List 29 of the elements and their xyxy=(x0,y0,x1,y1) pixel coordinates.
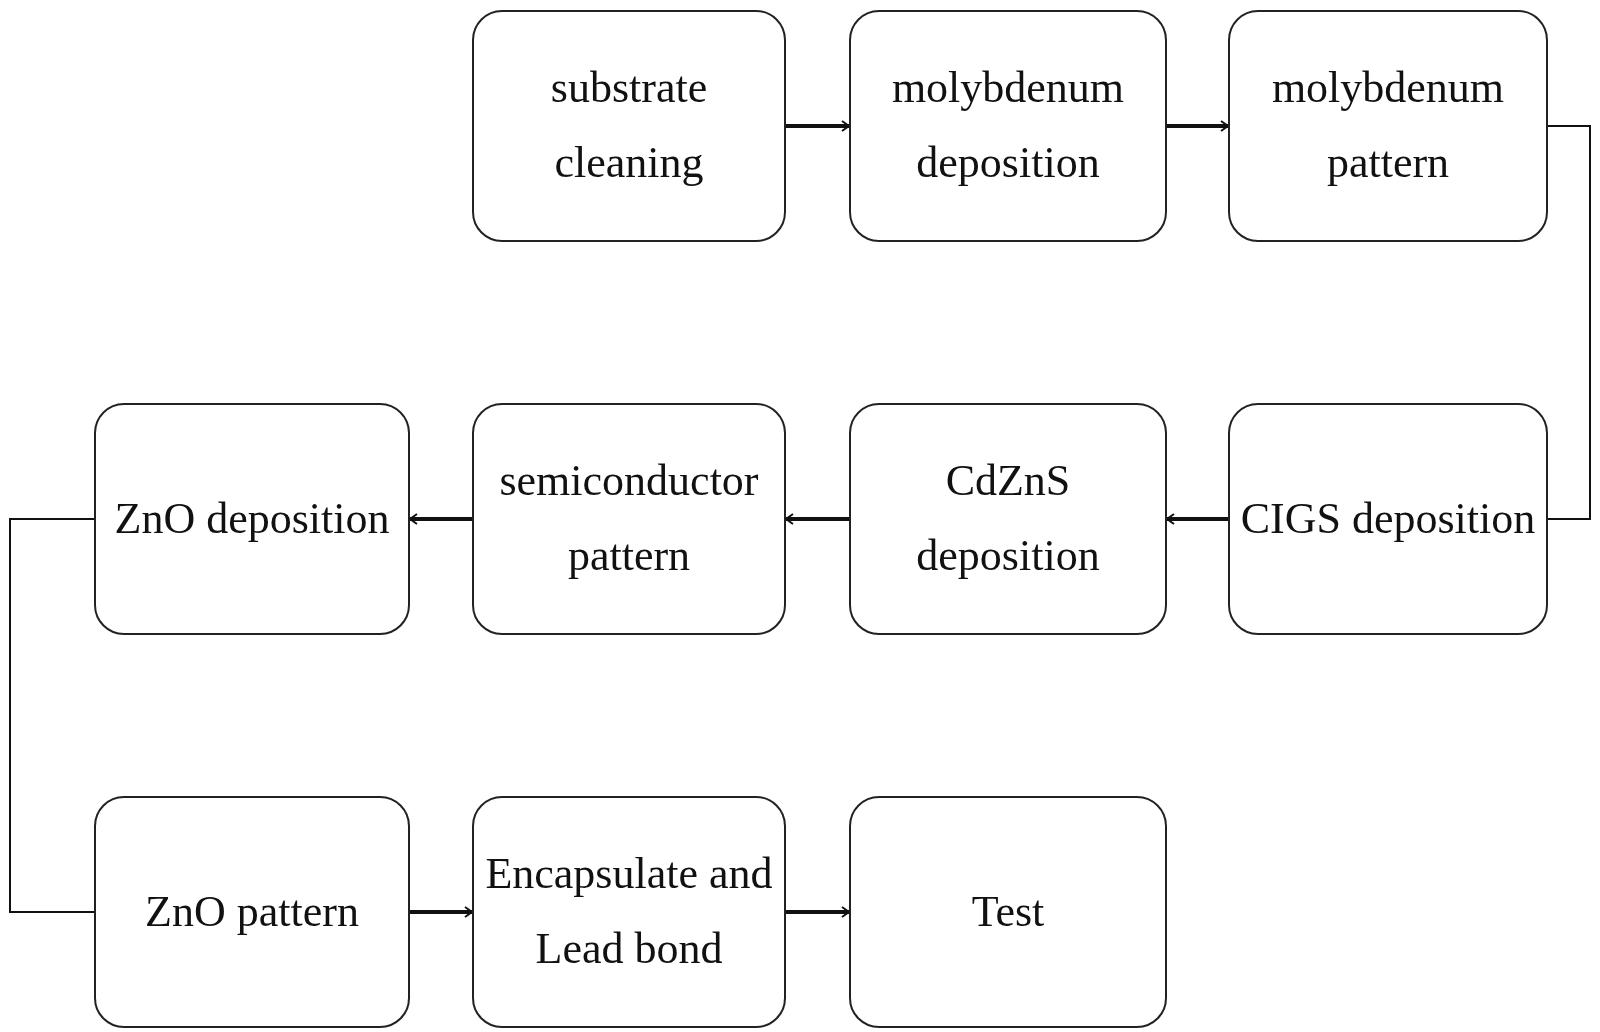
step-label: CIGS deposition xyxy=(1240,492,1536,545)
connector-line xyxy=(1547,125,1591,520)
step-label: ZnO pattern xyxy=(145,885,359,938)
process-box xyxy=(94,403,410,635)
process-box xyxy=(472,796,786,1028)
arrow xyxy=(786,906,850,918)
step-label: Test xyxy=(971,885,1045,938)
step-label: Encapsulate and Lead bond xyxy=(484,848,774,975)
step-label: substrate cleaning xyxy=(549,62,709,189)
step-label: CdZnS deposition xyxy=(915,455,1101,582)
process-box xyxy=(849,403,1167,635)
step-label: semiconductor pattern xyxy=(498,455,760,582)
process-box xyxy=(472,10,786,242)
process-box xyxy=(472,403,786,635)
arrow xyxy=(410,906,473,918)
process-box xyxy=(849,796,1167,1028)
arrow xyxy=(785,513,849,525)
arrow xyxy=(409,513,472,525)
process-box xyxy=(1228,10,1548,242)
arrow xyxy=(786,120,850,132)
process-box xyxy=(1228,403,1548,635)
step-label: ZnO deposition xyxy=(114,492,390,545)
arrow xyxy=(1166,513,1228,525)
step-label: molybdenum deposition xyxy=(890,62,1126,189)
process-box xyxy=(849,10,1167,242)
connector-line xyxy=(9,518,95,913)
arrow xyxy=(1167,120,1229,132)
process-box xyxy=(94,796,410,1028)
step-label: molybdenum pattern xyxy=(1270,62,1506,189)
